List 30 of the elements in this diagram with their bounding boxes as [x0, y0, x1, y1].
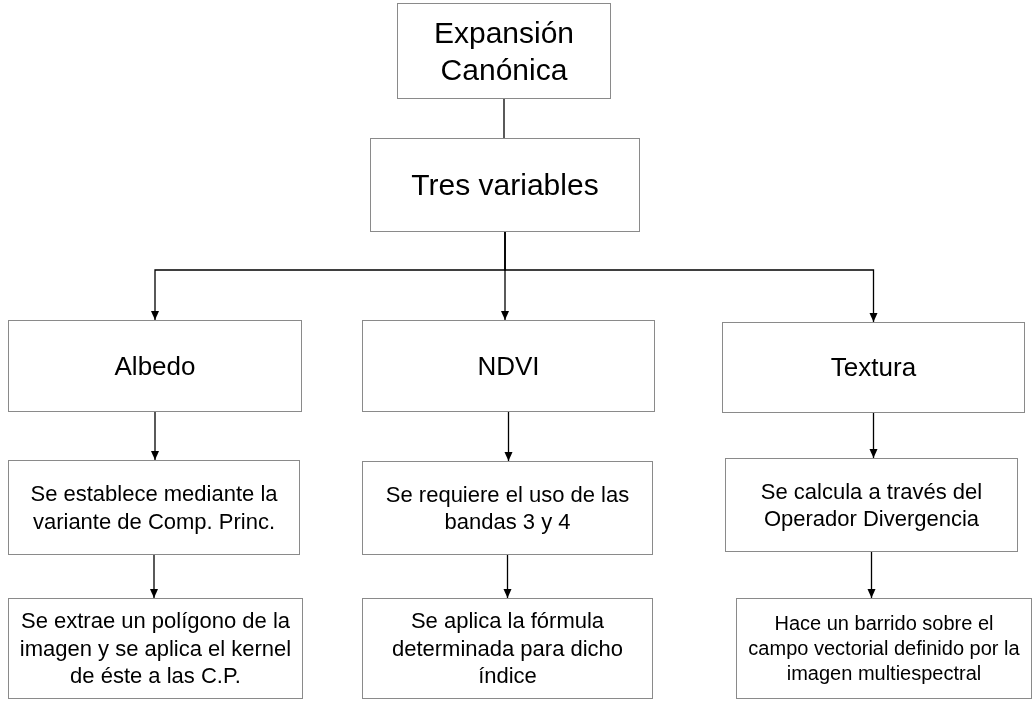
- arrow: [504, 231, 878, 323]
- box-text: Tres variables: [411, 167, 599, 204]
- process-box: [725, 458, 1018, 552]
- box-text: Expansión Canónica: [432, 14, 576, 88]
- arrow: [503, 554, 512, 599]
- arrow: [867, 551, 876, 599]
- process-box: [362, 461, 653, 555]
- arrow: [869, 412, 878, 459]
- process-box: [370, 138, 640, 232]
- box-text: Textura: [830, 351, 917, 384]
- process-box: [397, 3, 611, 99]
- box-text: NDVI: [477, 349, 540, 383]
- process-box: [8, 598, 303, 699]
- process-box: [8, 460, 300, 555]
- process-box: [362, 598, 653, 699]
- box-text: Se aplica la fórmula determinada para dicho índice: [390, 607, 625, 690]
- connector-line: [503, 98, 505, 139]
- box-text: Se calcula a través del Operador Divergencia: [759, 477, 984, 533]
- process-box: [736, 598, 1032, 699]
- box-text: Hace un barrido sobre el campo vectorial definido por la imagen multiespectral: [747, 611, 1021, 686]
- arrow: [150, 554, 158, 599]
- box-text: Se requiere el uso de las bandas 3 y 4: [384, 480, 631, 536]
- box-text: Se extrae un polígono de la imagen y se aplica el kernel de éste a las C.P.: [18, 607, 293, 690]
- arrow: [151, 411, 159, 461]
- process-box: [722, 322, 1025, 413]
- box-text: Albedo: [114, 349, 196, 383]
- process-box: [8, 320, 302, 412]
- process-box: [362, 320, 655, 412]
- box-text: Se establece mediante la variante de Comp. Princ.: [29, 480, 279, 535]
- arrow: [504, 411, 513, 462]
